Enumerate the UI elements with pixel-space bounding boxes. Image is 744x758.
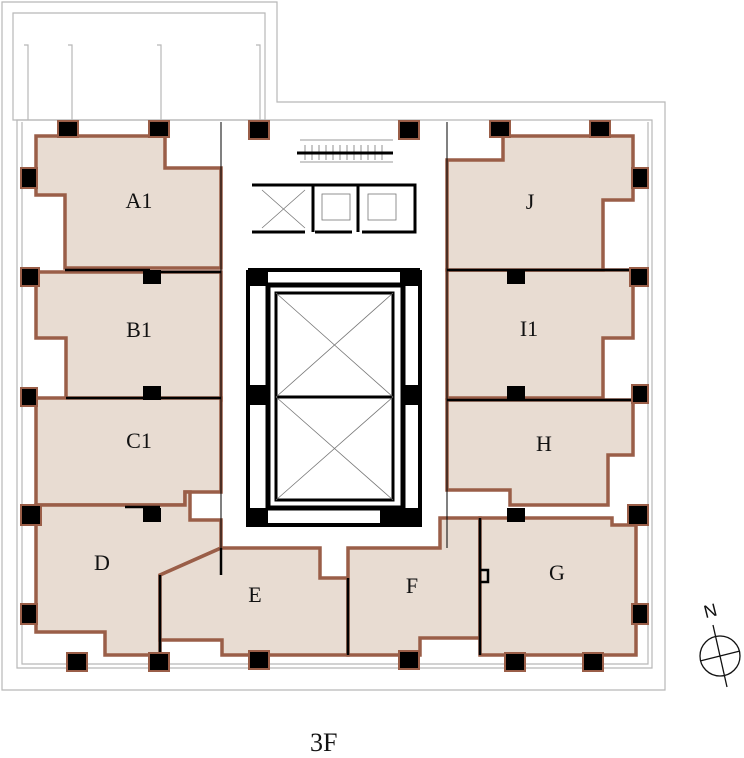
inner-outline (16, 119, 653, 669)
unit-H[interactable] (445, 398, 635, 507)
label-C1: C1 (126, 428, 152, 453)
compass-icon (699, 635, 741, 677)
columns (20, 120, 649, 672)
label-I1: I1 (520, 316, 538, 341)
label-J: J (526, 189, 535, 214)
label-B1: B1 (126, 317, 152, 342)
north-compass: N (699, 600, 741, 688)
north-label: N (702, 600, 719, 623)
label-G: G (549, 560, 565, 585)
party-walls (65, 268, 633, 655)
label-D: D (94, 550, 110, 575)
elevator-lobby-walls (252, 183, 417, 234)
terrace-outline (12, 12, 266, 121)
building-outline (1, 1, 666, 691)
floor-label: 3F (310, 728, 338, 757)
unit-labels: A1 B1 C1 D E F G H I1 J (94, 188, 565, 607)
unit-I1[interactable] (445, 268, 635, 400)
label-E: E (248, 582, 261, 607)
building-core (220, 122, 448, 548)
units (34, 134, 638, 657)
unit-G[interactable] (478, 516, 638, 657)
unit-J[interactable] (445, 134, 635, 272)
terrace-drains (24, 44, 261, 120)
stair-top (300, 139, 393, 163)
label-A1: A1 (126, 188, 153, 213)
label-H: H (536, 431, 552, 456)
label-F: F (406, 573, 418, 598)
